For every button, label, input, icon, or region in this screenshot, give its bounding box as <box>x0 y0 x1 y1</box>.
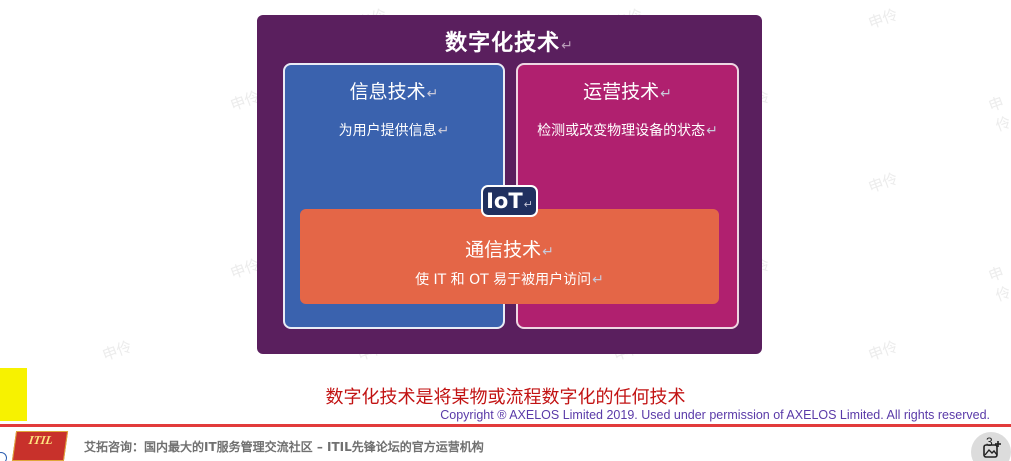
watermark: 申伶 <box>986 93 1011 136</box>
copyright-notice: Copyright ® AXELOS Limited 2019. Used un… <box>440 408 990 422</box>
paragraph-mark: ↵ <box>706 123 718 139</box>
circle-icon[interactable] <box>0 452 7 461</box>
watermark: 申伶 <box>865 337 901 365</box>
iot-badge: IoT↵ <box>481 185 538 217</box>
paragraph-mark: ↵ <box>592 272 604 288</box>
it-title-text: 信息技术 <box>349 81 426 103</box>
comm-desc: 使 IT 和 OT 易于被用户访问↵ <box>300 269 719 289</box>
photo-add-icon[interactable] <box>982 440 1002 460</box>
footer-text: 艾拓咨询：国内最大的IT服务管理交流社区 – ITIL先锋论坛的官方运营机构 <box>84 440 484 454</box>
it-desc-text: 为用户提供信息 <box>338 123 437 139</box>
ot-title-text: 运营技术 <box>583 81 660 103</box>
paragraph-mark: ↵ <box>561 38 574 54</box>
watermark: 申伶 <box>865 169 901 197</box>
watermark: 申伶 <box>99 337 135 365</box>
diagram-title: 数字化技术↵ <box>257 25 762 57</box>
paragraph-mark: ↵ <box>523 198 533 211</box>
itil-logo: ITIL <box>11 431 69 461</box>
comm-desc-text: 使 IT 和 OT 易于被用户访问 <box>415 272 592 288</box>
ot-title: 运营技术↵ <box>518 77 737 104</box>
ot-desc: 检测或改变物理设备的状态↵ <box>518 120 737 140</box>
ot-desc-text: 检测或改变物理设备的状态 <box>537 123 706 139</box>
diagram-title-text: 数字化技术 <box>445 31 561 56</box>
comm-title: 通信技术↵ <box>300 235 719 262</box>
paragraph-mark: ↵ <box>426 86 439 102</box>
paragraph-mark: ↵ <box>437 123 450 139</box>
footer-divider <box>0 424 1011 427</box>
comm-box: 通信技术↵ 使 IT 和 OT 易于被用户访问↵ <box>300 209 719 304</box>
paragraph-mark: ↵ <box>660 86 672 102</box>
watermark: 申伶 <box>865 5 901 33</box>
watermark: 申伶 <box>986 263 1011 306</box>
page-number: 3 <box>986 435 993 449</box>
it-desc: 为用户提供信息↵ <box>285 120 503 140</box>
slide-tool-button[interactable] <box>971 432 1011 461</box>
itil-logo-text: ITIL <box>27 433 54 447</box>
it-title: 信息技术↵ <box>285 77 503 104</box>
paragraph-mark: ↵ <box>542 244 554 260</box>
comm-title-text: 通信技术 <box>465 239 542 261</box>
yellow-side-tab[interactable] <box>0 368 27 421</box>
iot-label: IoT <box>486 189 523 213</box>
slide-caption: 数字化技术是将某物或流程数字化的任何技术 <box>325 387 686 408</box>
